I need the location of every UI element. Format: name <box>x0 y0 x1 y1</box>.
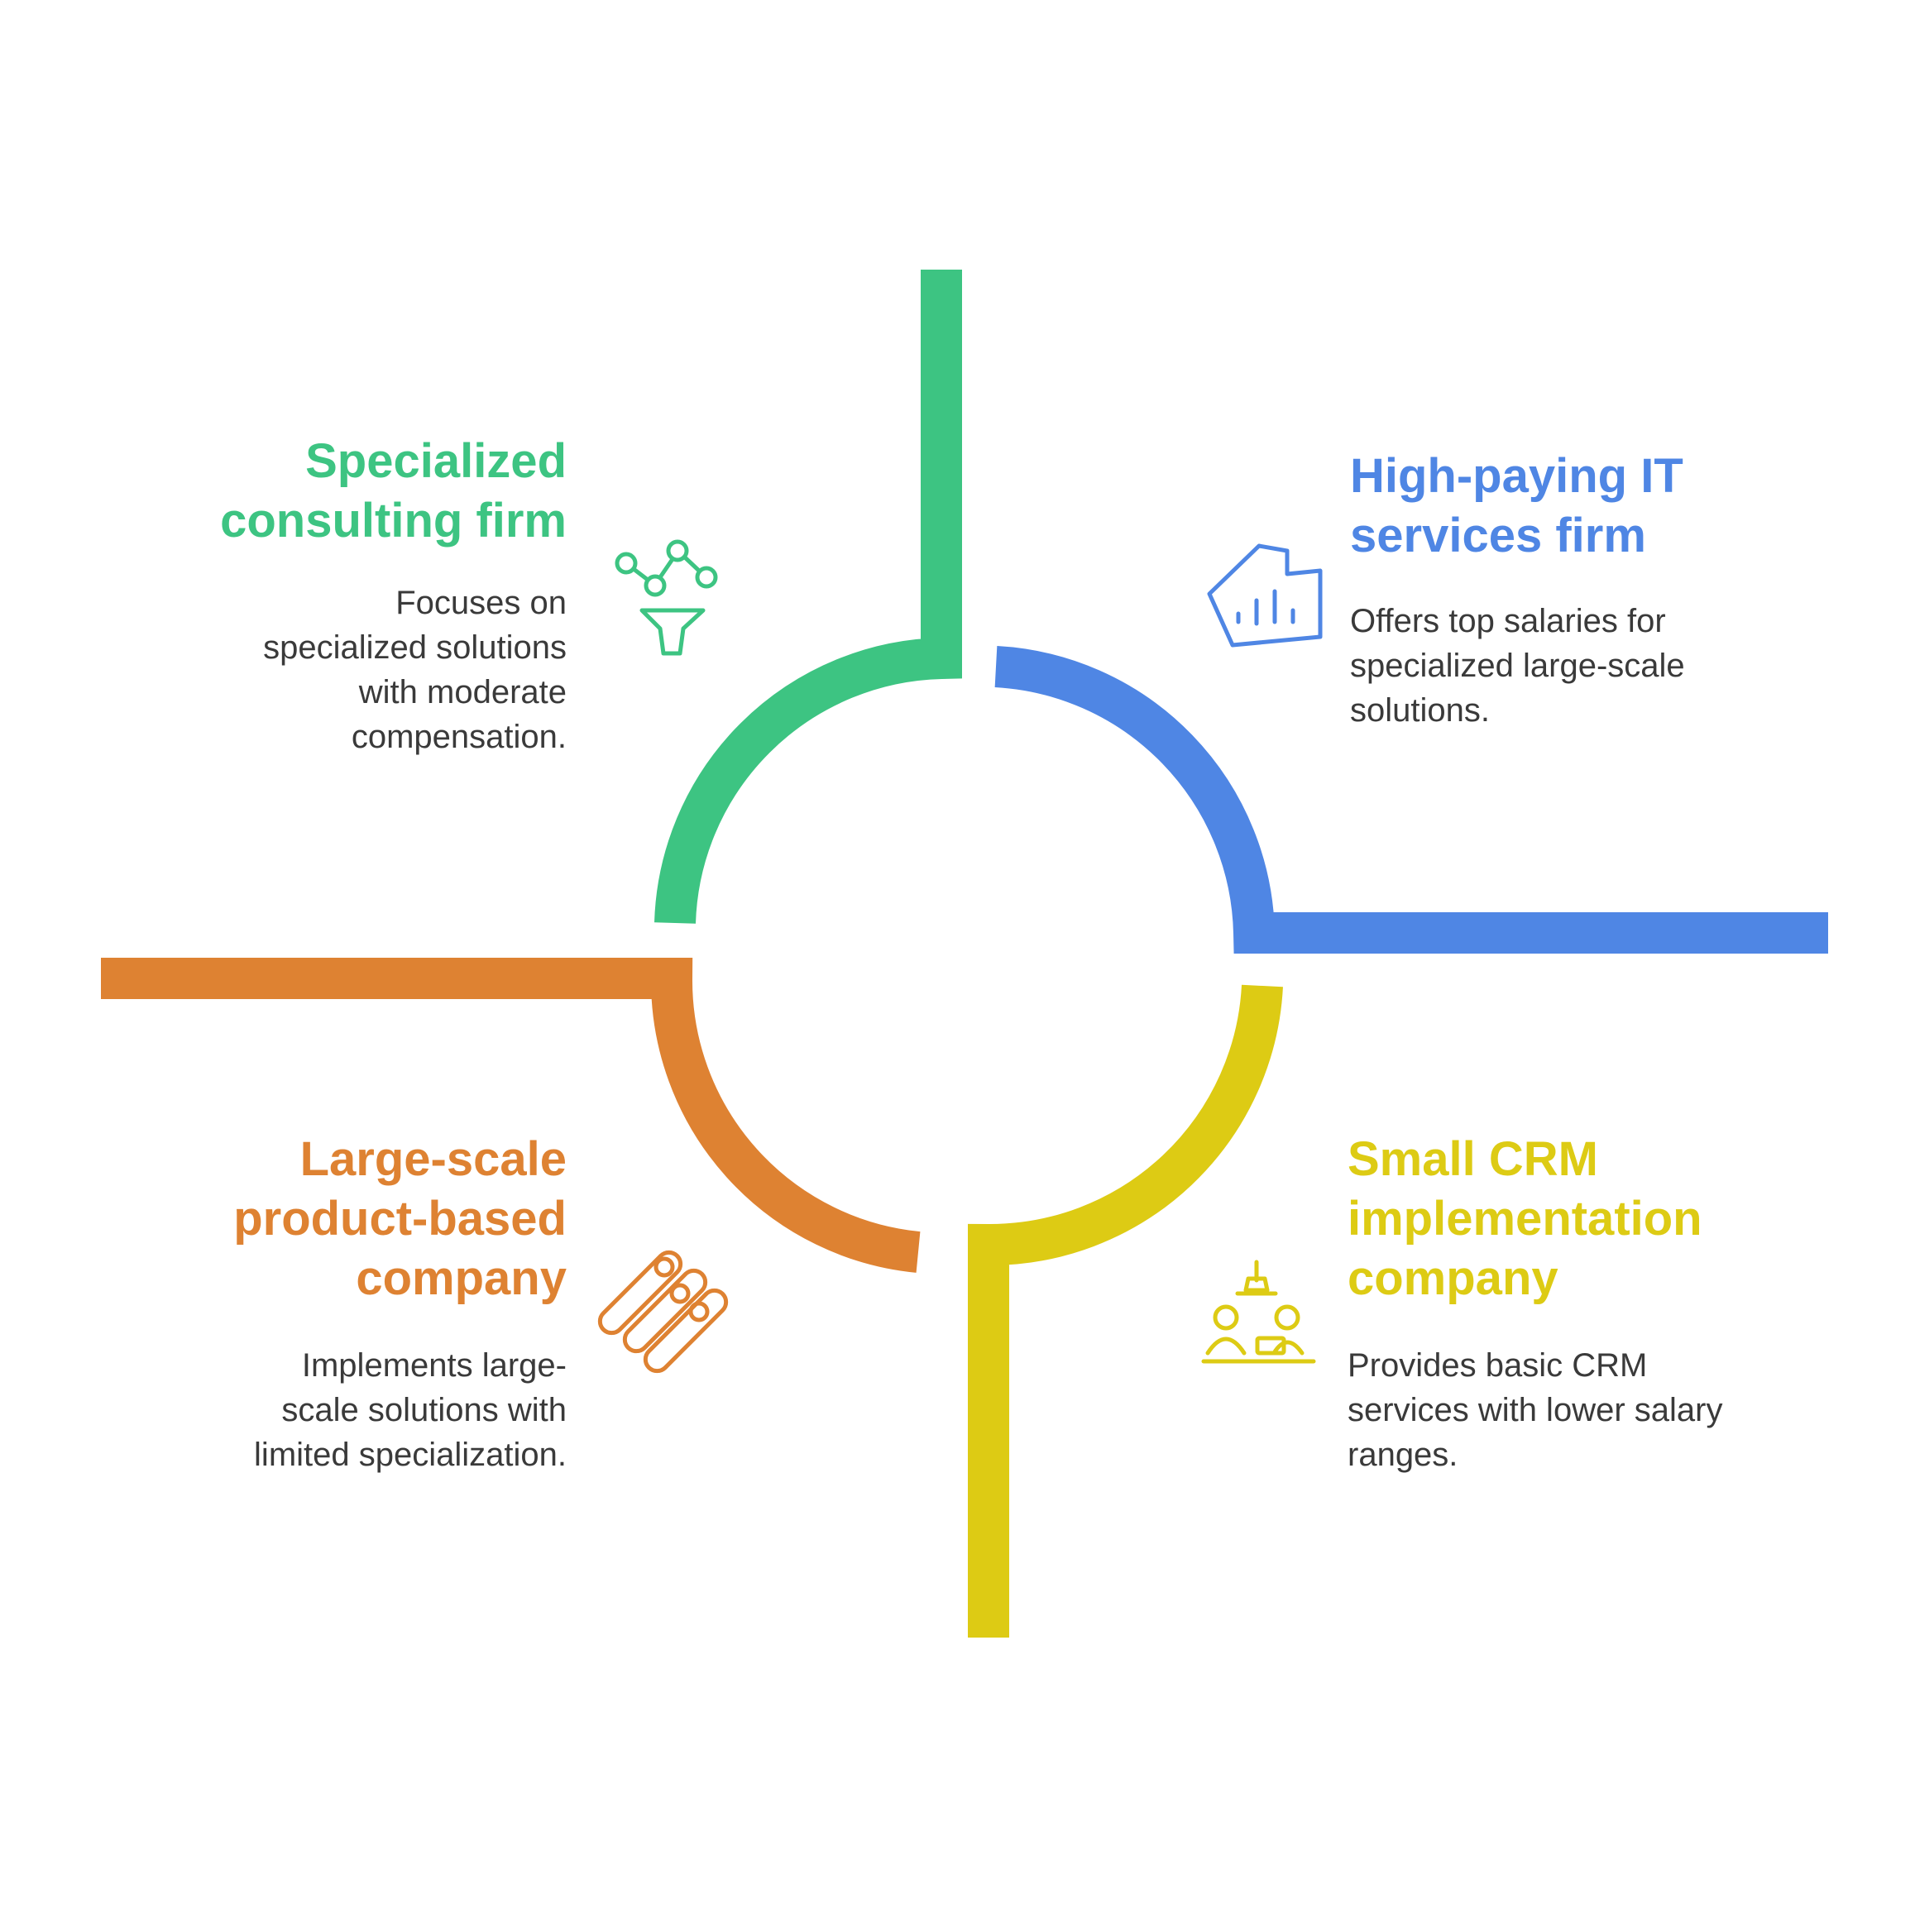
quadrant-description: Offers top salaries for specialized larg… <box>1350 599 1813 733</box>
quadrant-description: Focuses on specialized solutions with mo… <box>124 581 567 759</box>
title-line: implementation <box>1348 1192 1702 1246</box>
title-line: Small CRM <box>1348 1132 1598 1186</box>
bar-chart-building-icon <box>1207 543 1323 648</box>
quadrant-title: Large-scale product-based company <box>124 1130 567 1308</box>
title-line: High-paying IT <box>1350 449 1683 503</box>
network-funnel-icon <box>615 539 718 656</box>
description-line: Provides basic CRM <box>1348 1347 1648 1384</box>
description-line: services with lower salary <box>1348 1392 1723 1428</box>
quadrant-description: Implements large- scale solutions with l… <box>124 1343 567 1477</box>
green-arm <box>654 270 962 924</box>
quadrant-title: Specialized consulting firm <box>124 432 567 551</box>
description-line: Offers top salaries for <box>1350 603 1666 639</box>
blue-arm <box>994 646 1828 954</box>
yellow-arm <box>968 984 1283 1638</box>
title-line: product-based <box>233 1192 567 1246</box>
title-line: company <box>1348 1251 1558 1305</box>
team-workstation-icon <box>1201 1260 1316 1364</box>
description-line: with moderate <box>358 674 567 710</box>
quadrant-title: Small CRM implementation company <box>1348 1130 1827 1308</box>
title-line: company <box>356 1251 567 1305</box>
description-line: specialized solutions <box>263 629 567 666</box>
description-line: solutions. <box>1350 692 1490 729</box>
description-line: Focuses on <box>395 585 567 621</box>
description-line: Implements large- <box>301 1347 567 1384</box>
quadrant-large-scale-product: Large-scale product-based company Implem… <box>124 1130 567 1477</box>
quadrant-specialized-consulting: Specialized consulting firm Focuses on s… <box>124 432 567 759</box>
description-line: specialized large-scale <box>1350 648 1685 684</box>
title-line: Large-scale <box>299 1132 567 1186</box>
title-line: consulting firm <box>220 494 567 548</box>
orange-arm <box>101 958 921 1273</box>
quadrant-description: Provides basic CRM services with lower s… <box>1348 1343 1827 1477</box>
quadrant-title: High-paying IT services firm <box>1350 447 1813 566</box>
stacked-pipes-icon <box>597 1250 729 1374</box>
title-line: Specialized <box>305 434 567 488</box>
quadrant-small-crm: Small CRM implementation company Provide… <box>1348 1130 1827 1477</box>
quadrant-high-paying-it: High-paying IT services firm Offers top … <box>1350 447 1813 733</box>
title-line: services firm <box>1350 509 1646 562</box>
description-line: ranges. <box>1348 1437 1458 1473</box>
description-line: compensation. <box>351 719 567 755</box>
description-line: limited specialization. <box>254 1437 567 1473</box>
description-line: scale solutions with <box>281 1392 567 1428</box>
